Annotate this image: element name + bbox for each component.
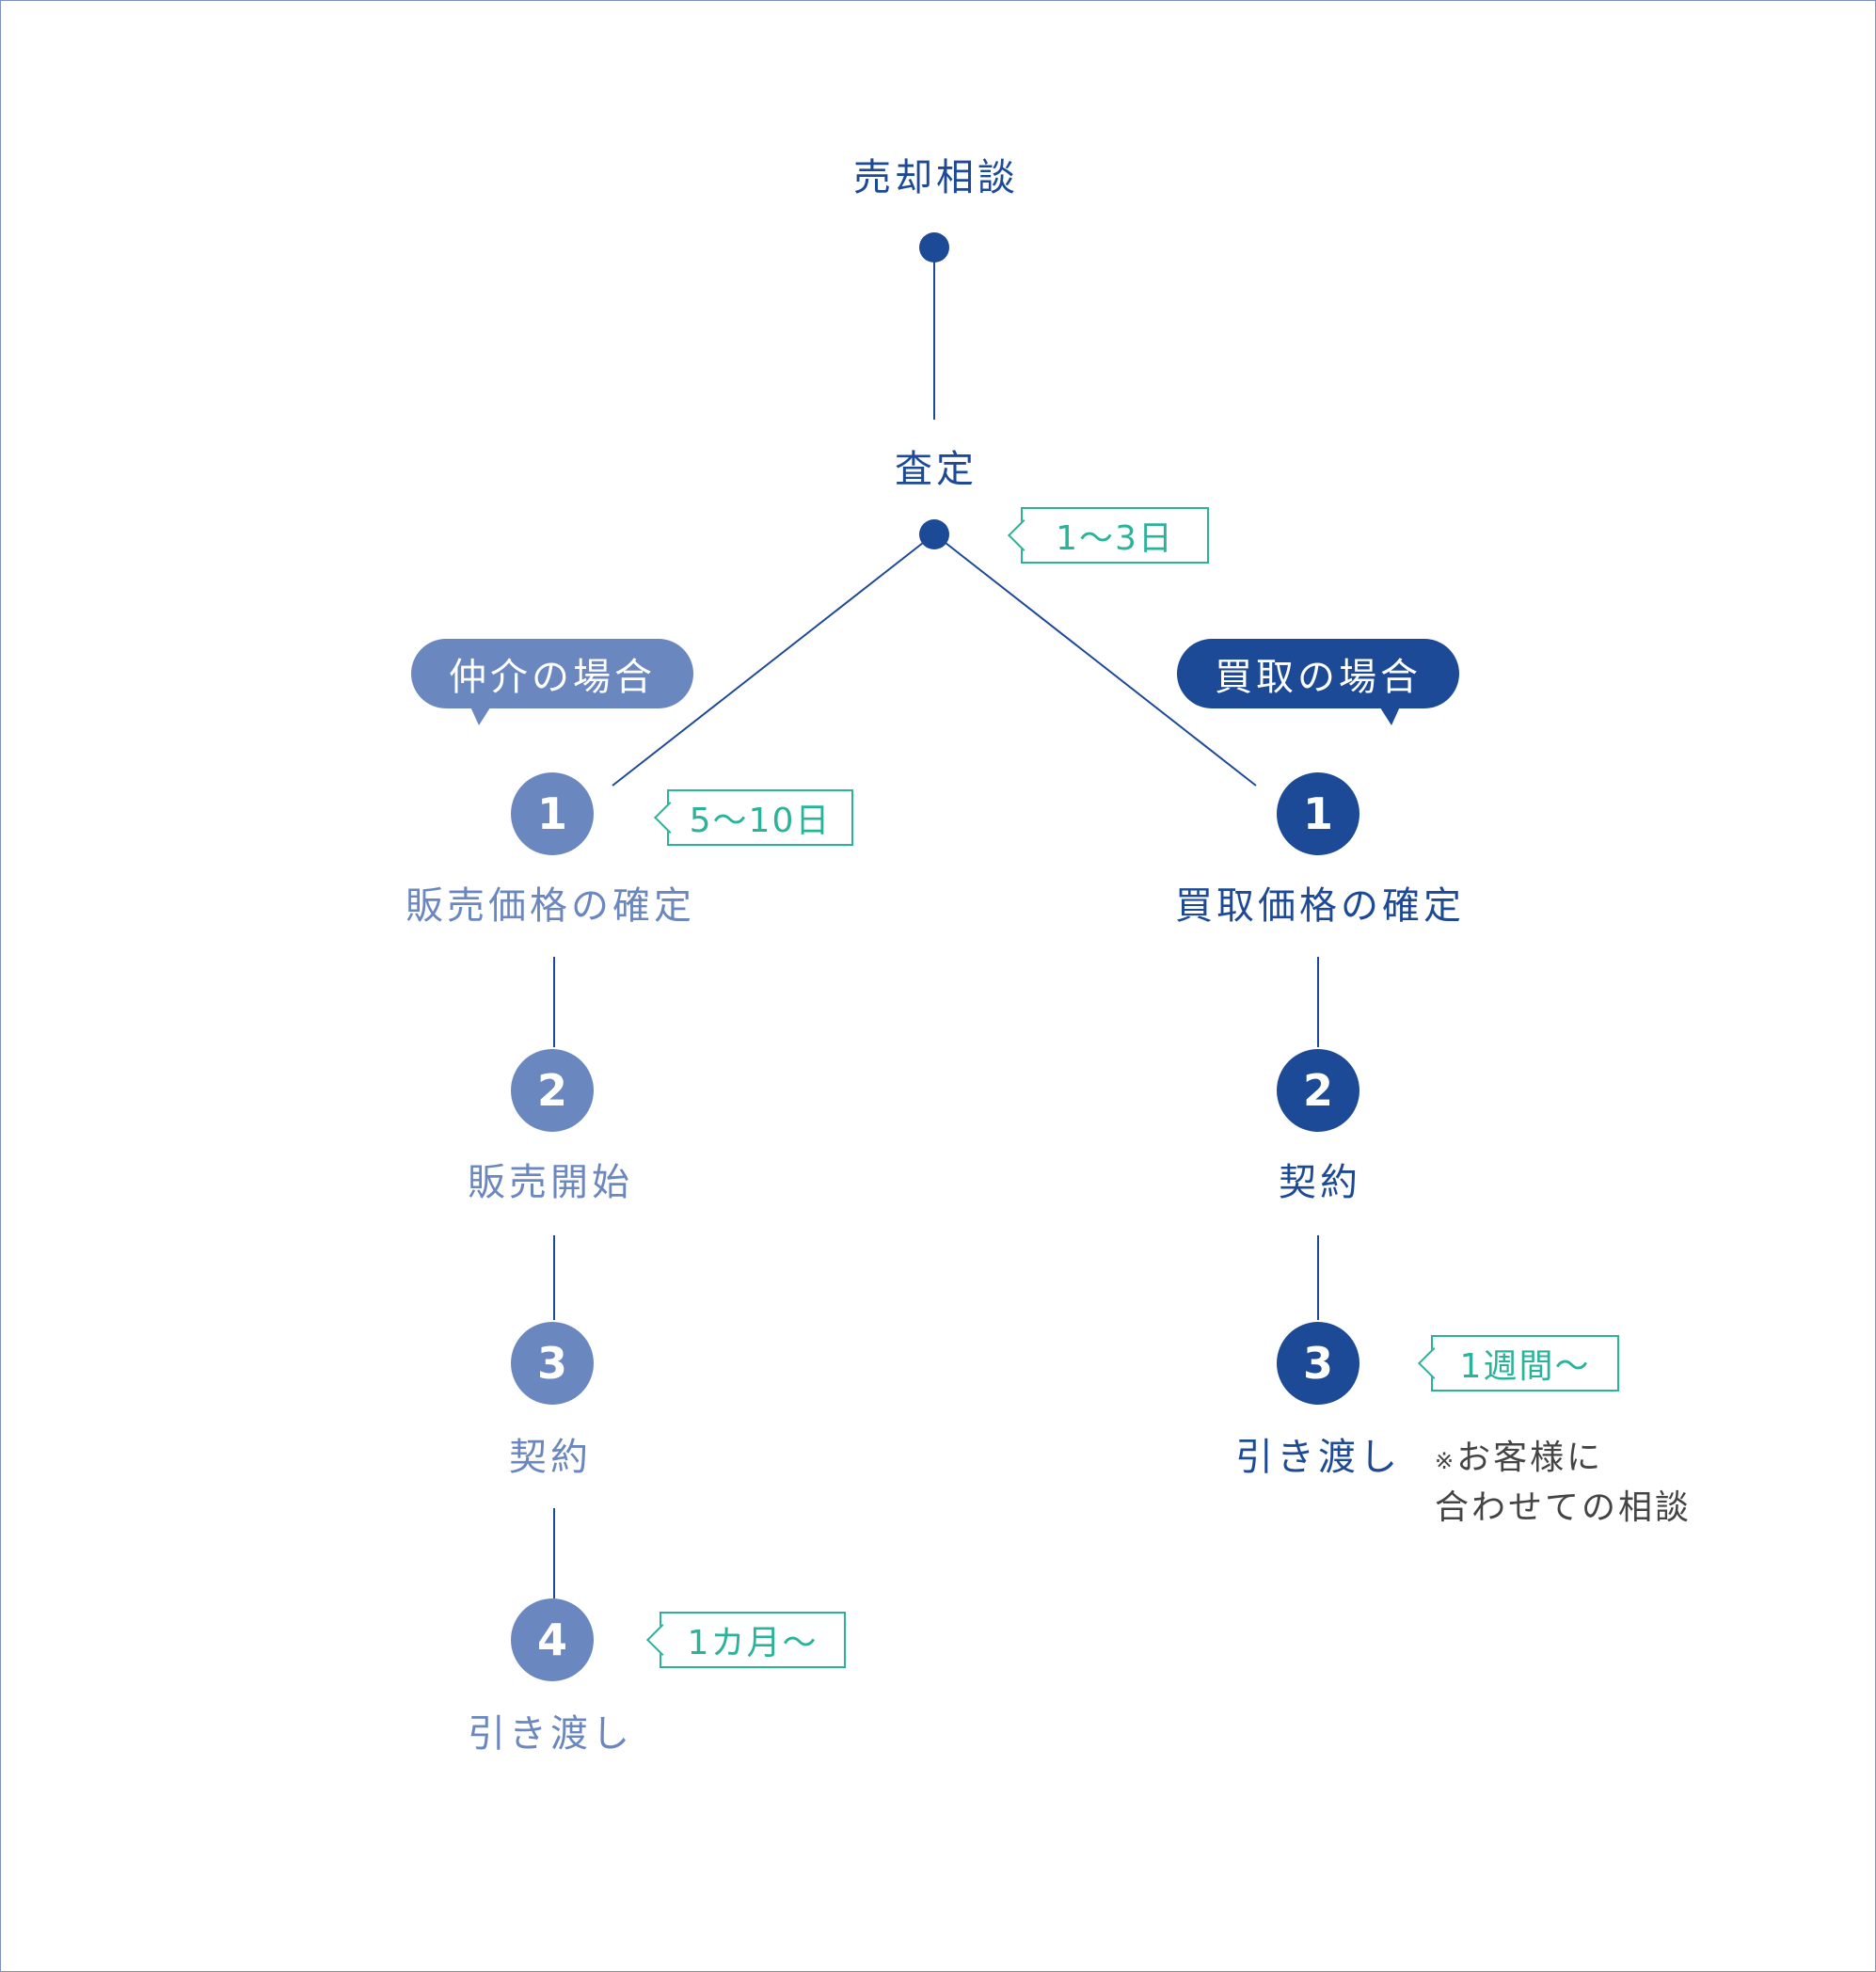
brokerage-step-4-duration-tag: 1カ月〜	[660, 1612, 846, 1668]
brokerage-badge: 仲介の場合	[411, 639, 693, 725]
purchase-step-2-label: 契約	[1279, 1161, 1361, 1204]
root-dot	[919, 232, 949, 262]
brokerage-step-1-duration-tag: 5〜10日	[667, 789, 853, 846]
purchase-step-3-duration-tag: 1週間〜	[1431, 1335, 1619, 1392]
note-line-1: お客様に	[1456, 1439, 1604, 1477]
purchase-handover-note: ※お客様に 合わせての相談	[1435, 1435, 1692, 1532]
connector-assessment-purchase	[945, 542, 1257, 787]
assessment-dot	[919, 519, 949, 549]
brokerage-step-1-label: 販売価格の確定	[405, 884, 695, 928]
purchase-step-3-number: 3	[1277, 1322, 1359, 1405]
brokerage-step-2-number: 2	[511, 1049, 594, 1132]
purchase-badge: 買取の場合	[1177, 639, 1459, 725]
assessment-duration-tag: 1〜3日	[1021, 507, 1209, 564]
brokerage-step-3-label: 契約	[509, 1436, 592, 1479]
purchase-step-2-number: 2	[1277, 1049, 1359, 1132]
connector-assessment-brokerage	[612, 542, 924, 787]
root-step-label: 売却相談	[853, 156, 1019, 199]
note-line-2: 合わせての相談	[1435, 1488, 1693, 1527]
purchase-step-1-label: 買取価格の確定	[1175, 884, 1465, 928]
purchase-step-1-number: 1	[1277, 772, 1359, 855]
brokerage-step-4-label: 引き渡し	[468, 1712, 633, 1756]
assessment-step-label: 査定	[895, 448, 978, 491]
brokerage-step-1-number: 1	[511, 772, 594, 855]
purchase-step-3-label: 引き渡し	[1235, 1436, 1401, 1479]
brokerage-step-4-number: 4	[511, 1598, 594, 1681]
brokerage-step-2-label: 販売開始	[468, 1161, 633, 1204]
note-mark: ※	[1435, 1448, 1457, 1474]
brokerage-step-3-number: 3	[511, 1322, 594, 1405]
